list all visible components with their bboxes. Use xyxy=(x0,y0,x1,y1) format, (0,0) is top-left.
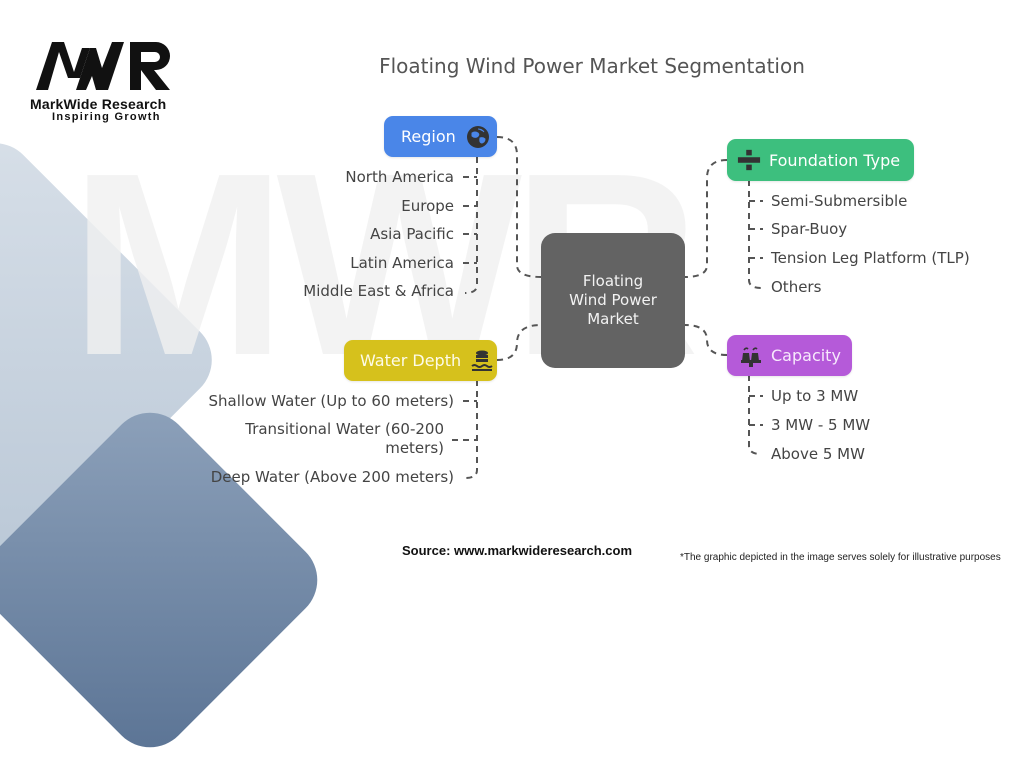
water-depth-item: Shallow Water (Up to 60 meters) xyxy=(208,392,454,410)
connector-capacity-spine xyxy=(748,375,762,455)
segment-label: Water Depth xyxy=(360,351,462,370)
page-title-text: Floating Wind Power Market Segmentation xyxy=(379,54,805,78)
region-item: Middle East & Africa xyxy=(303,282,454,300)
water-depth-item: Transitional Water (60-200 xyxy=(245,420,444,438)
segment-label: Region xyxy=(401,127,456,146)
segment-node-region[interactable]: Region xyxy=(384,116,497,157)
foundation-item: Others xyxy=(771,278,822,296)
center-node[interactable]: Floating Wind Power Market xyxy=(541,233,685,368)
foundation-item: Tension Leg Platform (TLP) xyxy=(771,249,970,267)
segment-node-foundation-type[interactable]: Foundation Type xyxy=(727,139,914,181)
region-item: Europe xyxy=(401,197,454,215)
foundation-item: Semi-Submersible xyxy=(771,192,908,210)
page-title: Floating Wind Power Market Segmentation xyxy=(0,54,1024,78)
connector-water-spine xyxy=(464,380,478,479)
connector-foundation-center xyxy=(684,159,728,278)
connector-foundation-spine xyxy=(748,180,762,289)
region-item: Latin America xyxy=(350,254,454,272)
center-node-line: Wind Power xyxy=(569,291,657,309)
brand-tagline: Inspiring Growth xyxy=(52,111,161,123)
water-depth-item: Deep Water (Above 200 meters) xyxy=(210,468,454,486)
globe-icon xyxy=(466,125,490,149)
power-plant-icon xyxy=(739,344,763,368)
connector-region-center xyxy=(496,136,542,278)
center-node-line: Floating xyxy=(582,272,644,290)
capacity-item: 3 MW - 5 MW xyxy=(771,416,871,434)
water-depth-item-continued: meters) xyxy=(385,439,444,457)
region-item: Asia Pacific xyxy=(370,225,454,243)
logo-mark-icon xyxy=(36,42,170,90)
segment-node-capacity[interactable]: Capacity xyxy=(727,335,852,376)
connector-capacity-center xyxy=(684,324,728,356)
region-item: North America xyxy=(345,168,454,186)
foundation-icon xyxy=(737,148,761,172)
segment-label: Foundation Type xyxy=(769,150,901,170)
brand-name: MarkWide Research xyxy=(30,96,167,112)
foundation-item: Spar-Buoy xyxy=(771,220,848,238)
segment-node-water-depth[interactable]: Water Depth xyxy=(344,340,497,381)
source-link[interactable]: Source: www.markwideresearch.com xyxy=(402,543,633,558)
connector-lines xyxy=(452,136,763,479)
brand-logo: MarkWide Research Inspiring Growth xyxy=(30,38,190,123)
connector-region-spine xyxy=(464,157,478,294)
segment-label: Capacity xyxy=(771,346,841,365)
center-node-line: Market xyxy=(587,310,639,328)
capacity-item: Above 5 MW xyxy=(771,445,865,463)
water-depth-icon xyxy=(470,349,494,373)
capacity-item: Up to 3 MW xyxy=(771,387,859,405)
disclaimer: *The graphic depicted in the image serve… xyxy=(680,552,1001,563)
connector-water-center xyxy=(496,324,542,361)
